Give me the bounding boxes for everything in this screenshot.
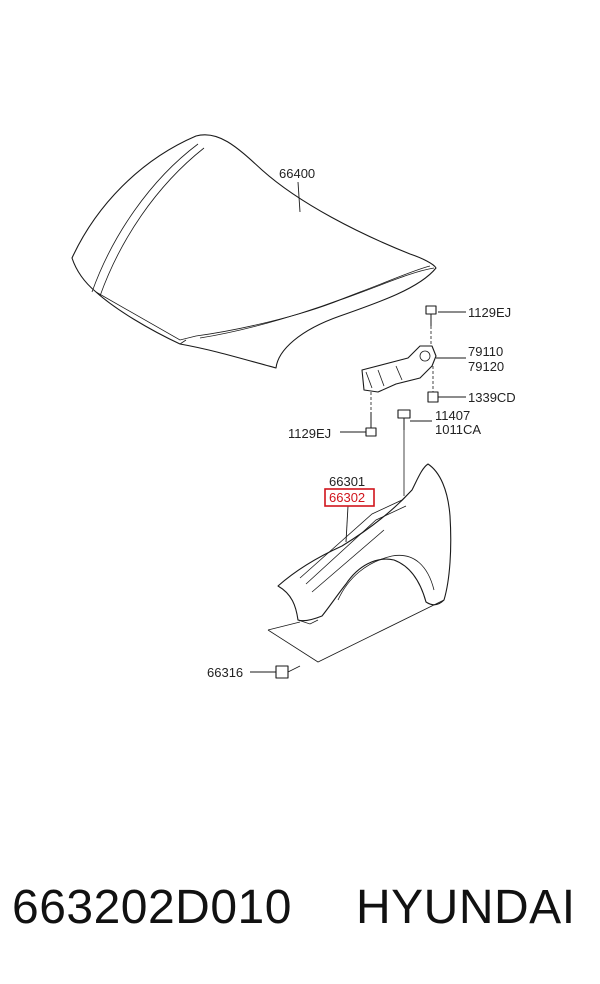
label-hood: 66400 [279, 166, 315, 181]
label-bolt-fender-2: 1011CA [435, 422, 481, 437]
label-bolt-left: 1129EJ [288, 426, 331, 441]
nut-part [427, 366, 439, 403]
bolt-top-part [425, 305, 437, 346]
caption-bar: 663202D010 HYUNDAI [0, 880, 600, 950]
label-bolt-fender-1: 11407 [435, 408, 470, 423]
brand-name: HYUNDAI [356, 881, 576, 934]
fender-part [277, 463, 452, 625]
label-hinge-1: 79110 [468, 344, 503, 359]
label-screw: 66316 [207, 665, 243, 680]
part-number: 663202D010 [12, 881, 292, 934]
leader-lines [250, 181, 466, 673]
bolt-fender-part [397, 409, 411, 496]
label-fender-2: 66302 [329, 490, 365, 505]
highlight-box [324, 488, 375, 507]
fender-bottom-outline [267, 599, 445, 663]
label-nut: 1339CD [468, 390, 516, 405]
bolt-left-part [365, 392, 377, 437]
hinge-part [361, 345, 437, 393]
label-bolt-top: 1129EJ [468, 305, 511, 320]
label-fender-1: 66301 [329, 474, 365, 489]
screw-part [275, 665, 301, 679]
hood-part [71, 134, 437, 369]
label-hinge-2: 79120 [468, 359, 504, 374]
